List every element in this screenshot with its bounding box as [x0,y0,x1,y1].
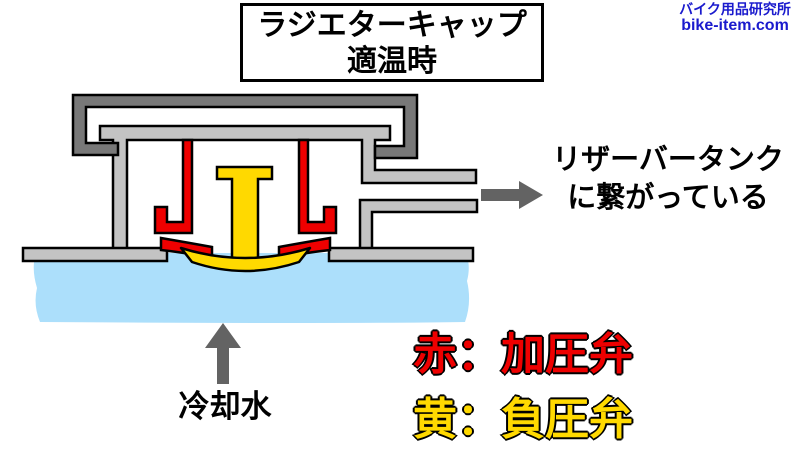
legend-vacuum-valve: 黄：負圧弁 [412,394,634,445]
neck-flange-right [327,246,475,263]
legend-pressure-valve: 赤：加圧弁 [412,329,634,380]
watermark-site-name: バイク用品研究所 [679,1,791,17]
title-line2: 適温時 [347,45,437,78]
filler-neck-upper [98,124,478,252]
up-arrow-icon [205,323,241,384]
watermark: バイク用品研究所 bike-item.com [672,1,798,34]
vacuum-valve-disc [179,246,312,273]
right-arrow-icon [481,181,543,209]
reservoir-label-line2: に繋がっている [567,182,769,214]
coolant-label: 冷却水 [178,389,272,424]
neck-flange-left [21,246,169,263]
title-line1: ラジエターキャップ [257,9,527,42]
vacuum-valve-stem [215,165,274,265]
title-box: ラジエターキャップ 適温時 [240,3,544,82]
pressure-valve-left [153,138,194,235]
reservoir-label: リザーバータンク に繋がっている [536,141,800,217]
reservoir-label-line1: リザーバータンク [552,144,784,176]
watermark-site-url: bike-item.com [681,17,789,34]
overflow-tube-lower-wall [358,198,479,252]
pressure-valve-right [297,138,338,235]
radiator-cap-shell [71,93,419,160]
coolant-water [33,253,470,323]
legend: 赤：加圧弁 黄：負圧弁 [412,322,673,452]
